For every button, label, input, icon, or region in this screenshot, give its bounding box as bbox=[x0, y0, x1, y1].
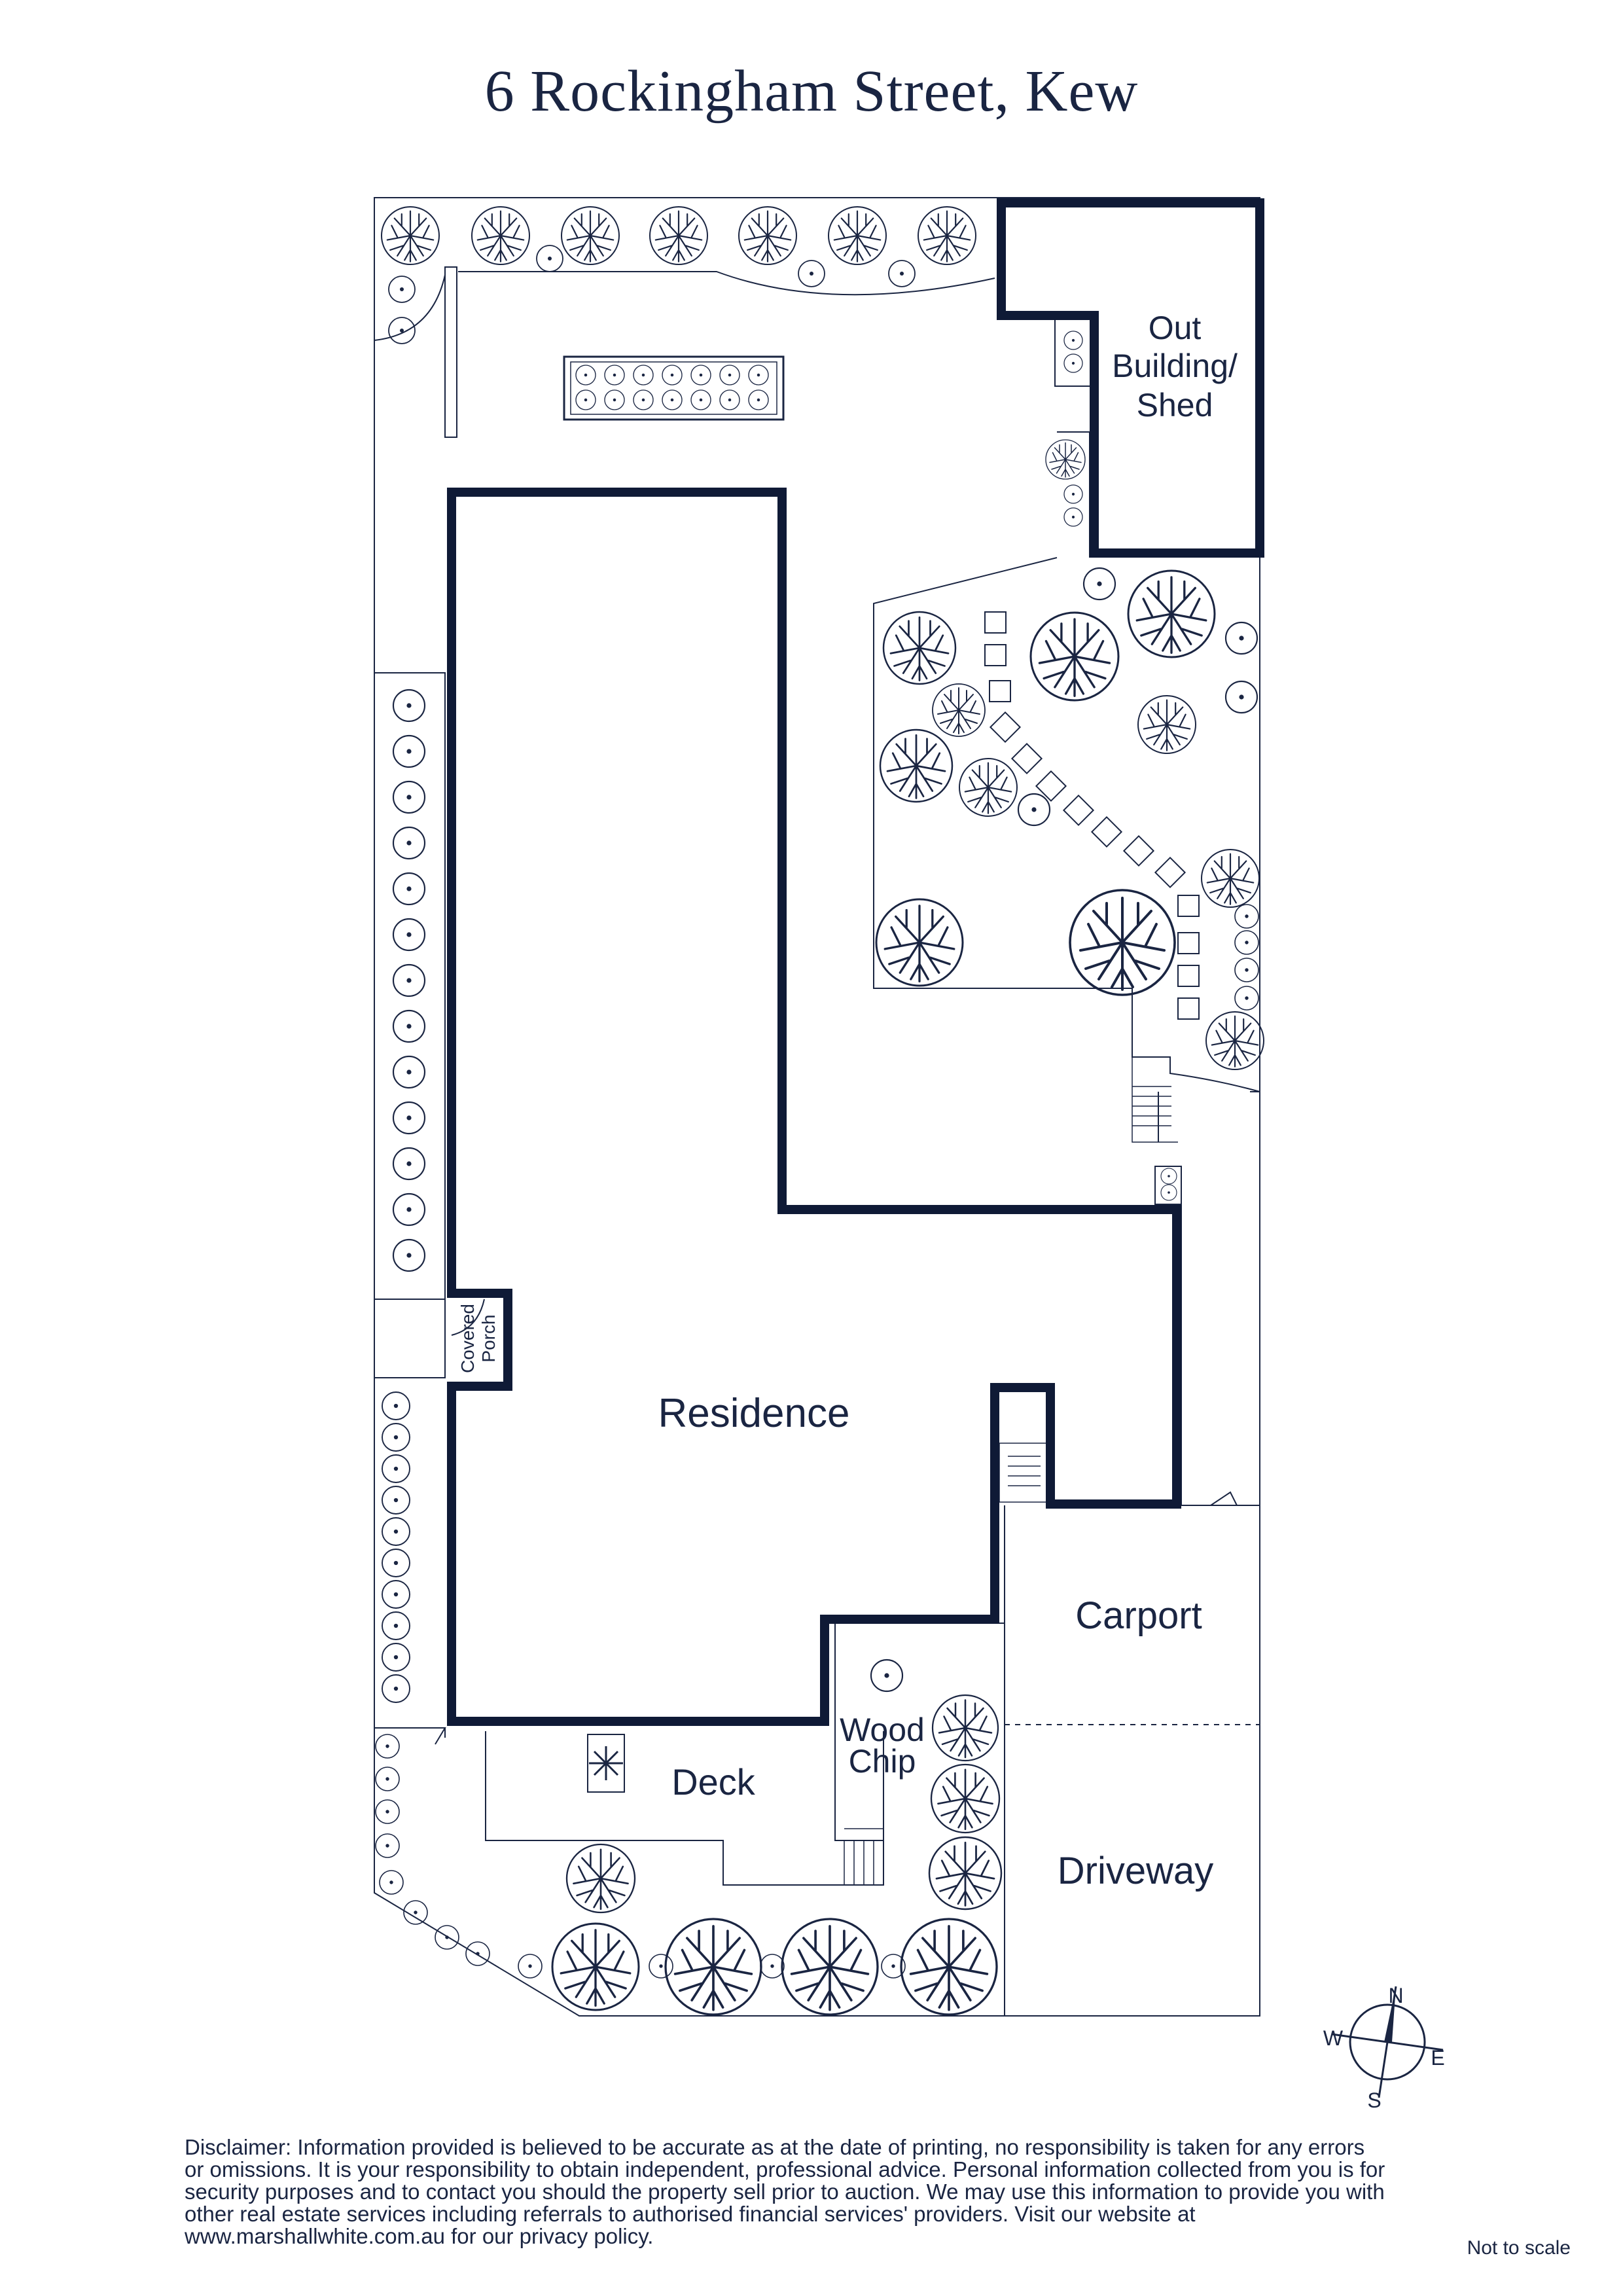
property-boundary bbox=[374, 197, 1260, 2017]
shrub-icon bbox=[749, 390, 768, 410]
raised-planter bbox=[563, 355, 785, 421]
carport-label: Carport bbox=[1075, 1594, 1202, 1637]
shrub-icon bbox=[466, 1942, 490, 1965]
shrub-icon bbox=[720, 365, 740, 385]
outbuilding-label-line2: Building/ bbox=[1112, 348, 1238, 384]
fence-post bbox=[444, 266, 457, 438]
shrub-icon bbox=[380, 1871, 403, 1894]
shrub-icon bbox=[382, 1675, 410, 1702]
shrub-icon bbox=[382, 1392, 410, 1420]
shrub-icon bbox=[435, 1926, 459, 1949]
shrub-icon bbox=[649, 1954, 673, 1978]
compass-east: E bbox=[1431, 2046, 1444, 2070]
shrub-icon bbox=[393, 690, 425, 721]
covered-porch-label-line1: Covered bbox=[457, 1304, 478, 1373]
outbuilding-label-line1: Out bbox=[1149, 310, 1202, 346]
shrub-icon bbox=[576, 390, 596, 410]
shrub-icon bbox=[662, 390, 682, 410]
shrub-icon bbox=[376, 1834, 399, 1857]
shrub-icon bbox=[662, 365, 682, 385]
shrub-icon bbox=[633, 365, 653, 385]
shrub-icon bbox=[605, 365, 624, 385]
shrub-icon bbox=[393, 827, 425, 859]
disclaimer: Disclaimer: Information provided is beli… bbox=[185, 2135, 1385, 2248]
driveway-label: Driveway bbox=[1058, 1850, 1214, 1892]
stairs-icon bbox=[1132, 1057, 1178, 1143]
shrub-icon bbox=[633, 390, 653, 410]
shrub-icon bbox=[720, 390, 740, 410]
not-to-scale-note: Not to scale bbox=[1467, 2237, 1571, 2259]
shrub-icon bbox=[393, 873, 425, 905]
outbuilding-label-line3: Shed bbox=[1137, 387, 1213, 423]
residence-walls bbox=[447, 488, 1181, 1726]
shrub-icon bbox=[393, 1148, 425, 1179]
compass-north: N bbox=[1388, 1984, 1403, 2007]
shrub-icon bbox=[393, 1102, 425, 1134]
deck-stairs-icon bbox=[844, 1828, 884, 1885]
courtyard-garden-edge bbox=[873, 557, 1260, 1092]
shrub-icon bbox=[393, 1194, 425, 1225]
page-title: 6 Rockingham Street, Kew bbox=[484, 59, 1139, 124]
shrub-icon bbox=[382, 1581, 410, 1608]
front-garden-bed-edge bbox=[458, 271, 995, 296]
stepping-stone-icon bbox=[984, 611, 1200, 1020]
outbuilding-walls bbox=[997, 198, 1264, 558]
shrub-icon bbox=[393, 965, 425, 996]
shrub-icon bbox=[382, 1486, 410, 1514]
shrub-icon bbox=[691, 390, 711, 410]
shrub-icon bbox=[382, 1643, 410, 1671]
shrub-icon bbox=[382, 1518, 410, 1545]
shrub-icon bbox=[749, 365, 768, 385]
shrub-icon bbox=[576, 365, 596, 385]
deck-label: Deck bbox=[671, 1761, 756, 1803]
shrub-icon bbox=[393, 781, 425, 813]
gate-arc bbox=[374, 274, 446, 341]
shrub-icon bbox=[393, 1011, 425, 1042]
shrub-icon bbox=[376, 1734, 399, 1758]
shrub-icon bbox=[382, 1424, 410, 1451]
wood-chip-label-line2: Chip bbox=[849, 1743, 916, 1780]
shrub-icon bbox=[691, 365, 711, 385]
deck-outline bbox=[485, 1731, 884, 1886]
shrub-icon bbox=[382, 1612, 410, 1640]
shrub-icon bbox=[376, 1800, 399, 1823]
shrub-icon bbox=[605, 390, 624, 410]
side-hedge bbox=[393, 690, 425, 1271]
shrub-icon bbox=[393, 919, 425, 950]
planter-shrubs bbox=[576, 365, 768, 410]
covered-porch-label-line2: Porch bbox=[478, 1314, 499, 1362]
side-hedge-lower bbox=[382, 1392, 410, 1702]
tree-icon bbox=[380, 206, 1265, 2016]
wood-chip-label-line1: Wood bbox=[840, 1712, 925, 1748]
shrub-icon bbox=[393, 736, 425, 767]
shrub-icon bbox=[393, 1240, 425, 1271]
compass-west: W bbox=[1323, 2026, 1344, 2050]
residence-label: Residence bbox=[658, 1391, 850, 1436]
shrub-icon bbox=[376, 1767, 399, 1791]
compass-south: S bbox=[1367, 2089, 1381, 2112]
shrub-icon bbox=[389, 245, 1258, 1691]
shrub-icon bbox=[393, 1056, 425, 1088]
shrub-icon bbox=[760, 1954, 784, 1978]
shrub-icon bbox=[382, 1549, 410, 1577]
compass-icon: N S E W bbox=[1323, 1984, 1445, 2112]
shrub-icon bbox=[518, 1954, 542, 1978]
shrub-icon bbox=[382, 1455, 410, 1482]
